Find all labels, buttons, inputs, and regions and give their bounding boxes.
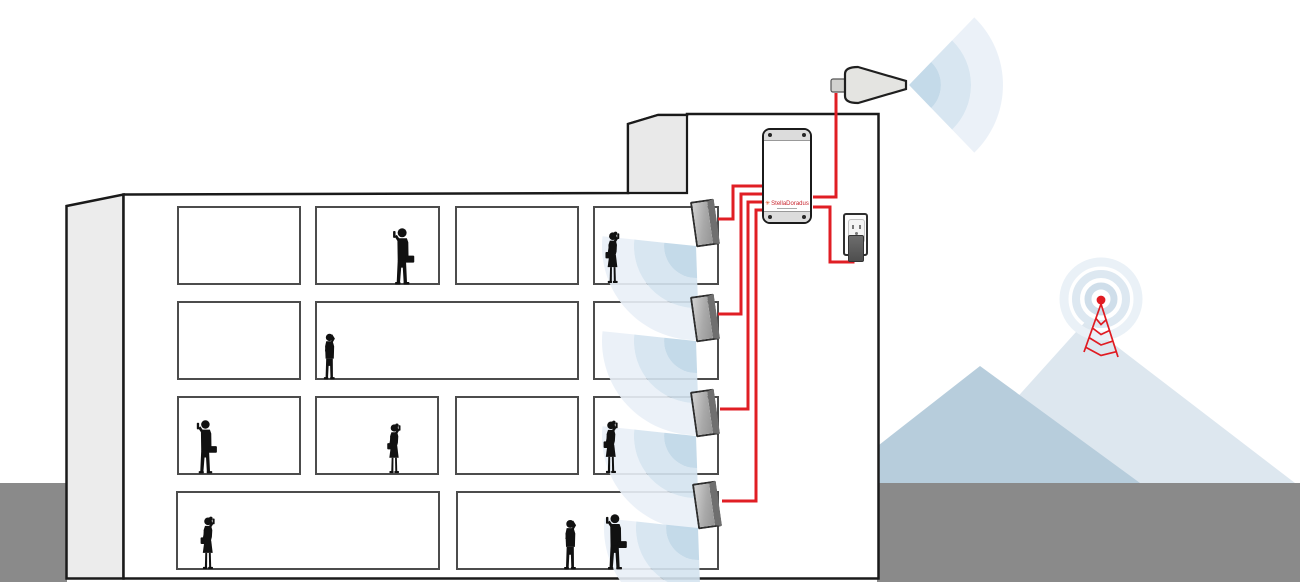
person-woman-phone-f3-b xyxy=(597,419,625,474)
cable-antenna-4 xyxy=(722,208,762,503)
booster-bottom-cap xyxy=(764,211,810,222)
person-hand-to-head-f2 xyxy=(317,331,342,380)
person-man-phone-briefcase-f1 xyxy=(388,227,417,285)
room-f1-1 xyxy=(177,206,301,285)
starburst-icon: ✳ xyxy=(765,201,771,207)
room-f2-2 xyxy=(315,301,579,380)
room-f1-3 xyxy=(455,206,579,285)
booster-logo: ✳StellaDoradus xyxy=(764,201,810,209)
cable-antenna-2 xyxy=(718,192,762,316)
person-man-phone-briefcase-f3 xyxy=(192,419,220,474)
room-f4-2 xyxy=(456,491,719,570)
signal-booster-unit: ✳StellaDoradus xyxy=(762,128,812,224)
person-man-phone-briefcase-f4 xyxy=(601,513,630,570)
outlet-slot-icon xyxy=(852,225,854,229)
person-hand-to-head-f4 xyxy=(557,517,584,570)
mountain-front xyxy=(940,322,1295,483)
tower-signal-rings xyxy=(1059,257,1143,341)
booster-top-cap xyxy=(764,130,810,141)
cable-outdoor-antenna xyxy=(813,93,838,199)
person-woman-phone-f3-a xyxy=(381,422,407,474)
outdoor-signal-fan xyxy=(909,17,1003,153)
screw-icon xyxy=(802,215,806,219)
cable-antenna-1 xyxy=(718,184,762,221)
screw-icon xyxy=(802,133,806,137)
outdoor-antenna-icon xyxy=(843,65,908,105)
ground-left xyxy=(0,483,67,582)
outlet-slot-icon xyxy=(859,225,861,229)
roof-penthouse xyxy=(626,113,689,195)
power-plug xyxy=(848,235,864,262)
room-f1-2 xyxy=(315,206,440,285)
room-f3-3 xyxy=(455,396,579,475)
mountain-back xyxy=(879,366,1140,483)
cell-tower-icon xyxy=(1083,295,1119,358)
room-f2-1 xyxy=(177,301,301,380)
building-side-wall xyxy=(65,192,125,580)
screw-icon xyxy=(768,215,772,219)
booster-tagline-bar xyxy=(777,208,797,209)
screw-icon xyxy=(768,133,772,137)
outdoor-antenna-mount xyxy=(830,78,847,93)
person-woman-phone-f1 xyxy=(599,230,626,284)
room-f3-2 xyxy=(315,396,439,475)
indoor-antenna-4 xyxy=(691,480,723,530)
cable-antenna-3 xyxy=(720,200,762,411)
ground-right xyxy=(877,483,1300,582)
person-woman-phone-f4 xyxy=(194,515,222,570)
booster-brand-text: StellaDoradus xyxy=(771,201,809,207)
